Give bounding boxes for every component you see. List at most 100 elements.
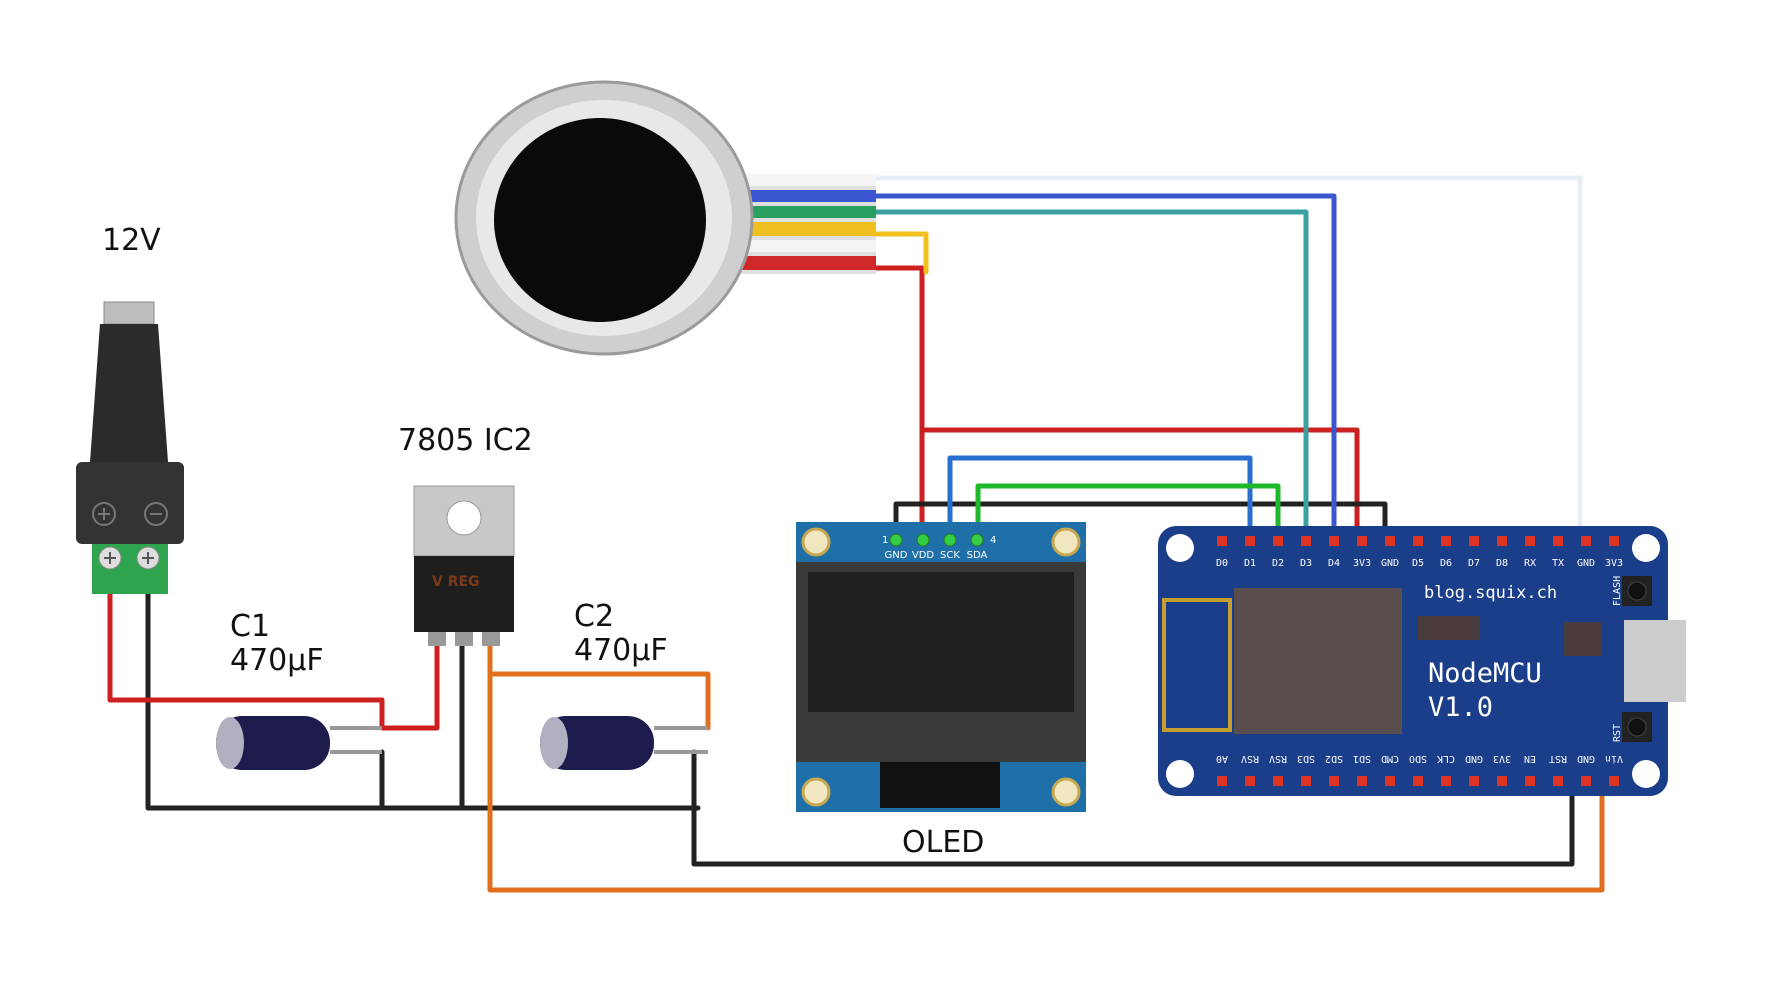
label-regulator: 7805 IC2 [398,423,533,458]
oled-pin-label: GND [885,550,908,561]
mcu-top-pin [1301,536,1311,546]
mcu-bottom-pin [1609,776,1619,786]
oled-display: 1 4 GND VDD SCK SDA [796,522,1086,812]
capacitor-c2 [540,716,708,770]
mcu-bottom-pin [1469,776,1479,786]
oled-pin-label: SCK [940,550,960,561]
wire-5v-out [487,643,1605,893]
mcu-bottom-pin [1245,776,1255,786]
dc-jack [76,301,184,594]
wire-12v-in [107,589,440,731]
voltage-regulator: V REG [413,485,515,646]
mcu-top-pin [1525,536,1535,546]
oled-pin-first: 1 [882,535,888,546]
wire-sensor-yellow [869,231,929,275]
nodemcu-flash: FLASH [1612,576,1623,606]
capacitor-c1 [216,716,382,770]
nodemcu-rst: RST [1612,724,1623,742]
oled-pins: GND VDD SCK SDA [885,533,988,561]
mcu-top-pin [1245,536,1255,546]
mcu-top-pin-label: 3V3 [1605,558,1623,569]
oled-pin-vdd [916,533,930,547]
mcu-bottom-pin [1441,776,1451,786]
mcu-top-pin [1385,536,1395,546]
mcu-top-pin [1553,536,1563,546]
oled-pin-gnd [889,533,903,547]
plus-icon [92,502,116,526]
mcu-bottom-pin-label: RSV [1269,753,1287,764]
label-12v: 12V [102,223,161,258]
mcu-bottom-pin [1301,776,1311,786]
label-c1-name: C1 [230,609,270,644]
nodemcu-title: NodeMCU [1428,658,1542,689]
mcu-bottom-pin [1385,776,1395,786]
mcu-bottom-pin-label: 3V3 [1493,753,1511,764]
mcu-top-pin-label: D0 [1216,558,1228,569]
mcu-bottom-pin [1217,776,1227,786]
mcu-top-pin-label: D8 [1496,558,1508,569]
mcu-top-pin [1329,536,1339,546]
mcu-bottom-pin-label: RSV [1241,753,1259,764]
oled-pin-sck [943,533,957,547]
mcu-top-pin [1273,536,1283,546]
nodemcu-version: V1.0 [1428,692,1493,723]
mcu-bottom-pin-label: CLK [1437,753,1455,764]
vreg-label: V REG [432,574,480,590]
label-c1-value: 470μF [230,643,324,678]
mcu-top-pin-label: D7 [1468,558,1480,569]
mcu-bottom-pin [1581,776,1591,786]
mcu-bottom-pin [1413,776,1423,786]
mcu-bottom-pin-label: GND [1465,753,1483,764]
mcu-top-pin [1469,536,1479,546]
mcu-bottom-pin [1273,776,1283,786]
mcu-bottom-pin-label: SD2 [1325,753,1343,764]
mcu-bottom-pin-label: EN [1524,753,1536,764]
fingerprint-sensor [454,80,876,356]
wire-3v3-red [919,427,1360,543]
oled-pin-sda [970,533,984,547]
mcu-top-pin-label: D2 [1272,558,1284,569]
mcu-top-pin-label: RX [1524,558,1536,569]
wire-ground-main [145,589,701,811]
label-c2-name: C2 [574,599,614,634]
wire-sensor-teal [869,209,1309,543]
mcu-top-pin-label: GND [1577,558,1595,569]
mcu-top-pin-label: GND [1381,558,1399,569]
mcu-top-pin [1413,536,1423,546]
mcu-top-pin-label: 3V3 [1353,558,1371,569]
wire-sensor-white [869,175,1583,543]
wire-sensor-blue [869,193,1337,543]
mcu-bottom-pin-label: SDO [1409,753,1427,764]
mcu-top-pin [1441,536,1451,546]
oled-pin-label: SDA [967,550,988,561]
mcu-top-pin-label: D1 [1244,558,1256,569]
mcu-top-pin-label: TX [1552,558,1564,569]
mcu-bottom-pin-label: SD1 [1353,753,1371,764]
nodemcu-board: blog.squix.ch NodeMCU V1.0 FLASH RST D0 D… [1158,526,1686,796]
mcu-bottom-pin-label: SD3 [1297,753,1315,764]
mcu-top-pin [1357,536,1367,546]
mcu-top-pin [1497,536,1507,546]
mcu-bottom-pin [1497,776,1507,786]
wire-sensor-red [869,265,925,433]
mcu-top-pin-label: D3 [1300,558,1312,569]
mcu-bottom-pin [1525,776,1535,786]
mcu-top-pin [1217,536,1227,546]
mcu-top-pin [1609,536,1619,546]
mcu-top-pin-label: D4 [1328,558,1340,569]
mcu-bottom-pin [1357,776,1367,786]
mcu-bottom-pin-label: Vin [1605,753,1623,764]
wire-5v-c2 [487,671,711,731]
minus-icon [144,502,168,526]
mcu-top-pin-label: D5 [1412,558,1424,569]
wire-sck [947,455,1253,543]
mcu-bottom-pin [1329,776,1339,786]
label-c2-value: 470μF [574,633,668,668]
mcu-bottom-pin [1553,776,1563,786]
oled-pin-label: VDD [912,550,935,561]
oled-pin-last: 4 [990,535,996,546]
wire-sda [975,483,1281,543]
nodemcu-site: blog.squix.ch [1424,583,1557,603]
